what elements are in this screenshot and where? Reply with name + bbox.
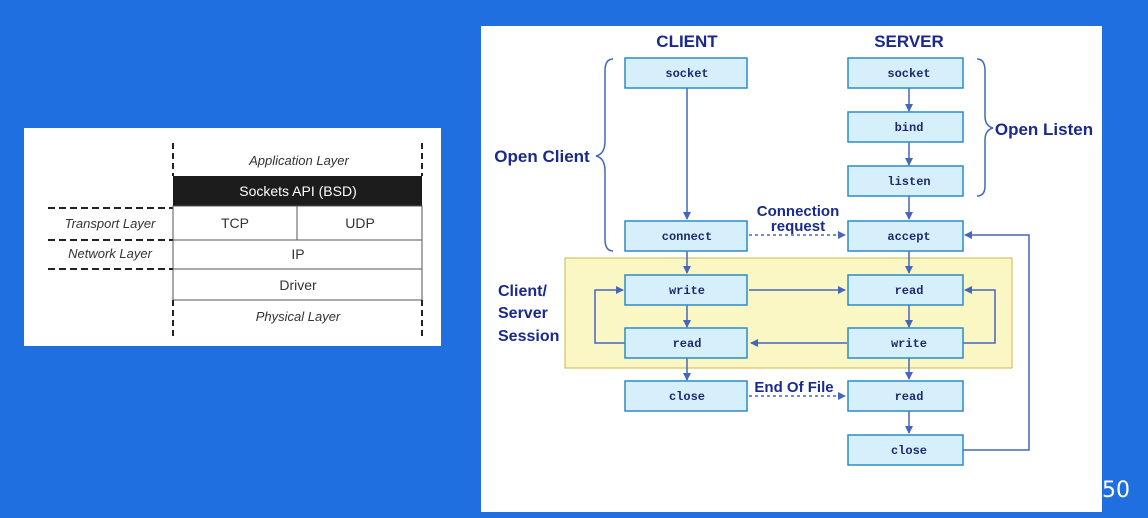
- client-connect-box: connect: [624, 220, 748, 252]
- client-read-box: read: [624, 327, 748, 359]
- server-header: SERVER: [874, 32, 944, 51]
- server-socket-label: socket: [887, 67, 930, 81]
- client-close-box: close: [624, 380, 748, 412]
- server-read-label: read: [895, 284, 924, 298]
- open-listen-brace: [976, 58, 994, 197]
- server-write-box: write: [847, 327, 964, 359]
- socket-flow-diagram: CLIENT SERVER Open Client Open Listen Cl…: [494, 32, 1093, 466]
- arrow-client-loop: [594, 286, 625, 344]
- open-client-label: Open Client: [494, 147, 590, 166]
- udp-label: UDP: [345, 215, 375, 231]
- client-write-label: write: [669, 284, 705, 298]
- arrow-server-loop: [963, 286, 996, 344]
- sockets-api-bar: [173, 176, 422, 206]
- open-listen-label: Open Listen: [995, 120, 1093, 139]
- socket-flow-panel: CLIENT SERVER Open Client Open Listen Cl…: [481, 26, 1102, 512]
- server-accept-label: accept: [887, 230, 930, 244]
- client-read-label: read: [673, 337, 702, 351]
- protocol-stack-diagram: Application Layer Sockets API (BSD) Tran…: [48, 143, 423, 336]
- tcp-label: TCP: [221, 215, 249, 231]
- driver-label: Driver: [279, 277, 317, 293]
- ip-label: IP: [291, 246, 304, 262]
- server-close-box: close: [847, 434, 964, 466]
- server-bind-label: bind: [895, 121, 924, 135]
- watermark: 掘金技术社区 @ 用户962466707250: [750, 478, 1130, 503]
- physical-layer-label: Physical Layer: [256, 309, 341, 324]
- client-header: CLIENT: [656, 32, 718, 51]
- connection-request-line2: request: [771, 218, 825, 235]
- server-listen-label: listen: [887, 175, 930, 189]
- server-close-label: close: [891, 444, 927, 458]
- driver-row: [172, 268, 423, 301]
- connection-request-line1: Connection: [757, 203, 840, 220]
- server-write-label: write: [891, 337, 927, 351]
- open-client-brace: [595, 58, 614, 252]
- session-label-line1: Client/: [498, 283, 547, 300]
- session-label-line2: Server: [498, 305, 548, 322]
- server-read-box: read: [847, 274, 964, 306]
- server-bind-box: bind: [847, 111, 964, 143]
- client-write-box: write: [624, 274, 748, 306]
- protocol-stack-panel: Application Layer Sockets API (BSD) Tran…: [24, 128, 441, 346]
- session-label-line3: Session: [498, 328, 559, 345]
- server-read2-label: read: [895, 390, 924, 404]
- end-of-file-label: End Of File: [754, 379, 833, 396]
- transport-layer-label: Transport Layer: [65, 216, 156, 231]
- client-socket-box: socket: [624, 57, 748, 89]
- application-layer-label: Application Layer: [248, 153, 349, 168]
- client-connect-label: connect: [662, 230, 712, 244]
- server-accept-box: accept: [847, 220, 964, 252]
- network-layer-label: Network Layer: [68, 246, 152, 261]
- server-socket-box: socket: [847, 57, 964, 89]
- server-listen-box: listen: [847, 165, 964, 197]
- sockets-api-label: Sockets API (BSD): [239, 183, 356, 199]
- client-socket-label: socket: [665, 67, 708, 81]
- server-read2-box: read: [847, 380, 964, 412]
- client-close-label: close: [669, 390, 705, 404]
- arrow-close-accept: [963, 231, 1030, 451]
